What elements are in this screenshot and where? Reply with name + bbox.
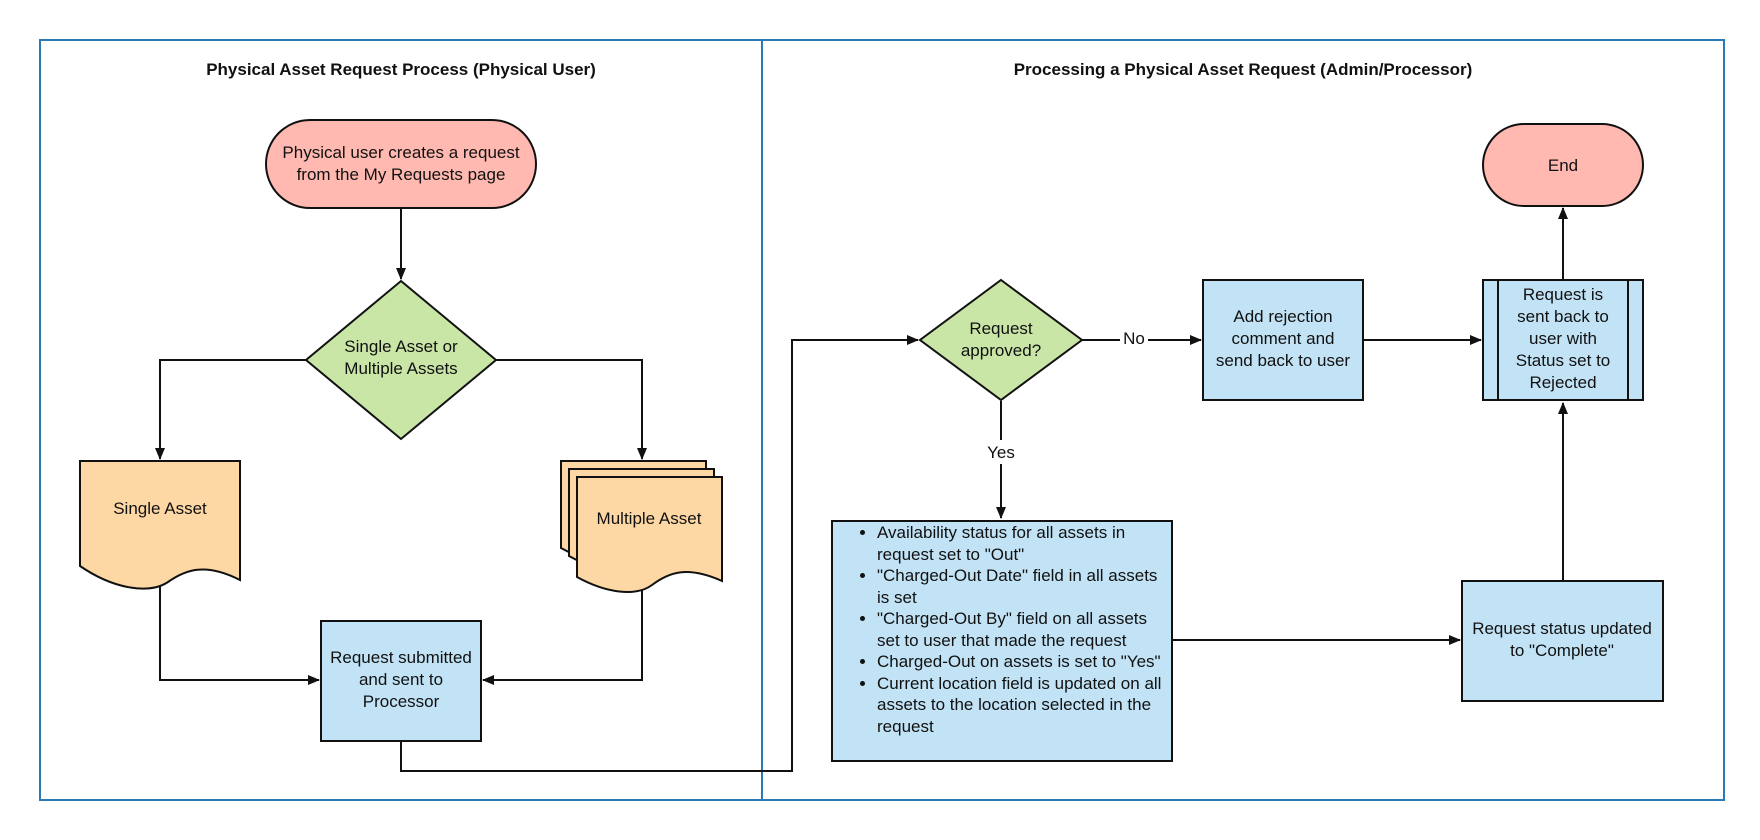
svg-text:Multiple Asset: Multiple Asset [597, 509, 702, 528]
svg-text:Physical user creates a reques: Physical user creates a request [282, 143, 519, 162]
svg-text:and sent to: and sent to [359, 670, 443, 689]
end-node: End [1482, 123, 1644, 207]
list-item: "Charged-Out Date" field in all assets i… [877, 565, 1167, 608]
svg-text:to "Complete": to "Complete" [1510, 641, 1614, 660]
svg-text:Single Asset or: Single Asset or [344, 337, 458, 356]
approval-actions-list: Availability status for all assets in re… [833, 522, 1171, 760]
svg-text:Rejected: Rejected [1529, 373, 1596, 392]
edge-decision-to-single [155, 359, 306, 460]
svg-text:Request submitted: Request submitted [330, 648, 472, 667]
svg-text:Single Asset: Single Asset [113, 499, 207, 518]
svg-text:sent back to: sent back to [1517, 307, 1609, 326]
edge-multiple-to-submitted [482, 578, 643, 685]
request-approved-decision: Request approved? [918, 278, 1084, 402]
single-asset-document: Single Asset [79, 460, 241, 590]
add-rejection-comment-process: Add rejection comment and send back to u… [1202, 279, 1364, 401]
start-node: Physical user creates a request from the… [265, 119, 537, 209]
svg-text:Request: Request [969, 319, 1033, 338]
svg-text:Status set to: Status set to [1516, 351, 1611, 370]
svg-text:send back to user: send back to user [1216, 351, 1351, 370]
lane-user-title: Physical Asset Request Process (Physical… [206, 60, 596, 79]
asset-type-decision: Single Asset or Multiple Assets [304, 279, 498, 441]
lane-processor-title: Processing a Physical Asset Request (Adm… [1014, 60, 1473, 79]
approval-actions-process [831, 520, 1173, 762]
svg-text:approved?: approved? [961, 341, 1041, 360]
svg-text:Request status updated: Request status updated [1472, 619, 1652, 638]
list-item: "Charged-Out By" field on all assets set… [877, 608, 1167, 651]
request-sent-back-subprocess: Request is sent back to user with Status… [1482, 279, 1644, 401]
lane-processor [761, 39, 1725, 801]
svg-text:user with: user with [1529, 329, 1597, 348]
edge-submitted-to-approved [400, 335, 919, 772]
edge-label-yes: Yes [987, 443, 1015, 462]
edge-label-no: No [1123, 329, 1145, 348]
svg-text:Multiple Assets: Multiple Assets [344, 359, 457, 378]
list-item: Current location field is updated on all… [877, 673, 1167, 738]
svg-text:from the My Requests page: from the My Requests page [297, 165, 506, 184]
list-item: Availability status for all assets in re… [877, 522, 1167, 565]
edge-single-to-submitted [159, 570, 320, 685]
svg-text:Request is: Request is [1523, 285, 1603, 304]
svg-text:Processor: Processor [363, 692, 440, 711]
edge-decision-to-multiple [496, 359, 647, 460]
request-submitted-process: Request submitted and sent to Processor [320, 620, 482, 742]
list-item: Charged-Out on assets is set to "Yes" [877, 651, 1167, 673]
svg-text:End: End [1548, 156, 1578, 175]
svg-text:comment and: comment and [1232, 329, 1335, 348]
status-complete-process: Request status updated to "Complete" [1461, 580, 1664, 702]
multiple-asset-documents: Multiple Asset [560, 460, 723, 593]
svg-text:Add rejection: Add rejection [1233, 307, 1332, 326]
